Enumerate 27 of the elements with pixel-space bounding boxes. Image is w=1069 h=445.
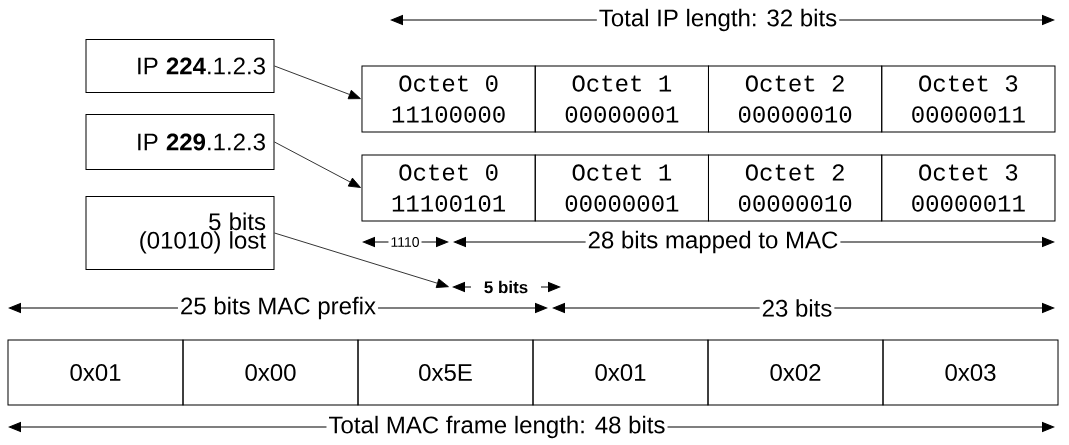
byte-cell: 0x03	[882, 339, 1059, 406]
octet-cell: Octet 2 00000010	[708, 154, 883, 222]
dimension-label: 23 bits	[759, 299, 835, 317]
arrow	[274, 65, 361, 100]
byte-cell: 0x01	[7, 339, 184, 406]
address-box: IP 229.1.2.3	[85, 114, 275, 170]
byte-cell: 0x02	[707, 339, 884, 406]
octet-cell: Octet 2 00000010	[708, 65, 883, 133]
octet-cell: Octet 1 00000001	[534, 154, 709, 222]
byte-cell: 0x01	[532, 339, 709, 406]
arrow	[274, 141, 361, 188]
octet-cell: Octet 0 11100101	[361, 154, 536, 222]
dimension-label: 28 bits mapped to MAC	[585, 230, 841, 254]
dimension-label: Total IP length: 32 bits	[596, 8, 840, 32]
arrow	[274, 232, 449, 288]
byte-cell: 0x00	[182, 339, 359, 406]
octet-cell: Octet 1 00000001	[534, 65, 709, 133]
octet-cell: Octet 3 00000011	[881, 154, 1056, 222]
address-box: IP 224.1.2.3	[85, 39, 275, 93]
byte-cell: 0x5E	[357, 339, 534, 406]
dimension-label: Total MAC frame length: 48 bits	[326, 415, 668, 439]
octet-cell: Octet 0 11100000	[361, 65, 536, 133]
bit-count-label: 5 bits	[484, 280, 528, 294]
dimension-label: 1110	[388, 237, 422, 247]
note-box: 5 bits (01010) lost	[85, 196, 275, 270]
octet-cell: Octet 3 00000011	[881, 65, 1056, 133]
dimension-label: 25 bits MAC prefix	[177, 296, 379, 320]
